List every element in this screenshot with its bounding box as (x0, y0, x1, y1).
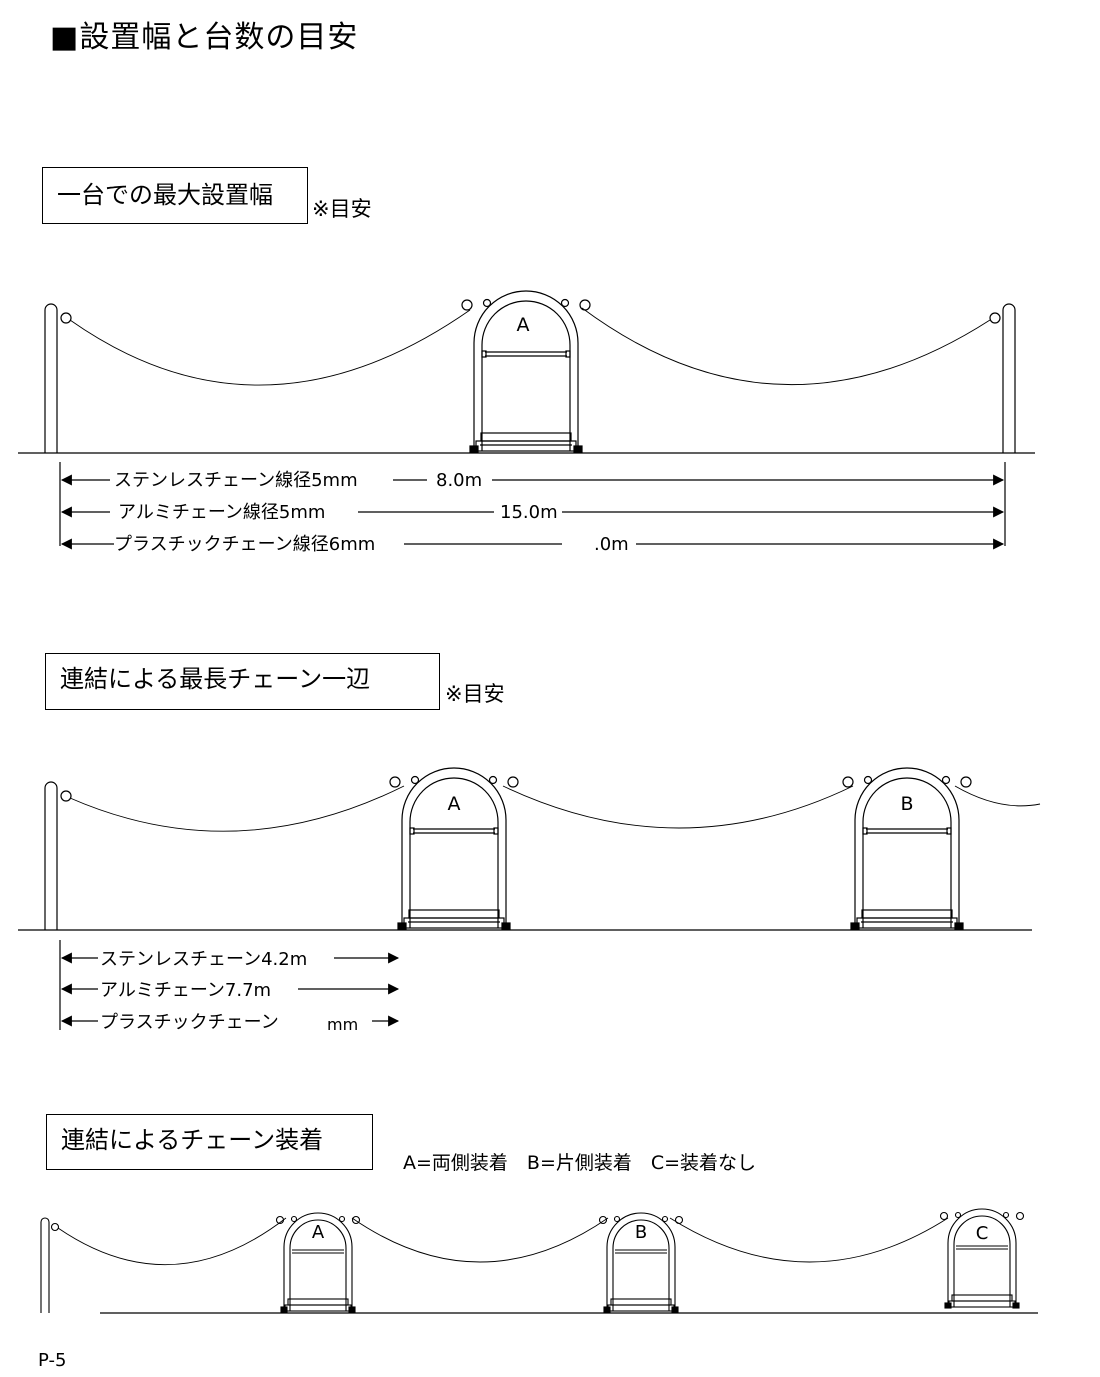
pole-left (40, 1217, 60, 1313)
section2-label: 連結による最長チェーン一辺 (60, 665, 371, 693)
section3-drawing: A B C (40, 1208, 1038, 1314)
section2-note: ※目安 (445, 682, 505, 706)
section3-label: 連結によるチェーン装着 (61, 1126, 324, 1154)
dimension-label: ステンレスチェーン線径5mm (114, 470, 358, 491)
stand-letter: A (312, 1222, 325, 1243)
stand-letter: A (448, 793, 461, 815)
section2-label-box: 連結による最長チェーン一辺 (45, 653, 440, 710)
dimension-value: mm (327, 1015, 358, 1034)
dimension-label: プラスチックチェーン (100, 1012, 279, 1033)
page-number: P-5 (38, 1350, 67, 1371)
dimension-label: プラスチックチェーン線径6mm (114, 534, 375, 555)
section3-legend: A=両側装着 B=片側装着 C=装着なし (403, 1152, 757, 1174)
dimension-value: 8.0m (436, 470, 482, 491)
dimension-label: アルミチェーン7.7m (100, 980, 271, 1001)
chain (581, 307, 991, 385)
chain (69, 785, 405, 832)
section3-label-box: 連結によるチェーン装着 (46, 1114, 373, 1170)
section1-label-box: 一台での最大設置幅 (42, 167, 308, 224)
section1-label: 一台での最大設置幅 (57, 181, 273, 209)
dimension-label: アルミチェーン線径5mm (118, 502, 325, 523)
pole-left (44, 303, 72, 453)
chain (502, 785, 854, 829)
pole-left (44, 781, 72, 930)
pole-right (989, 303, 1016, 453)
stand-letter: B (635, 1222, 647, 1243)
dimension-label: ステンレスチェーン4.2m (100, 949, 307, 970)
stand-letter: C (976, 1223, 989, 1244)
dimension-value: .0m (594, 534, 629, 555)
chain (69, 309, 471, 386)
chain (351, 1217, 609, 1263)
page-title: ■設置幅と台数の目安 (50, 20, 359, 55)
section1-note: ※目安 (312, 197, 372, 221)
dimension-value: 15.0m (500, 502, 558, 523)
chain (57, 1217, 287, 1266)
chain (669, 1217, 949, 1263)
chain (954, 785, 1041, 807)
stand-letter: A (517, 314, 530, 336)
stand-letter: B (900, 793, 913, 815)
section2-drawing: A B ステンレスチェーン4.2m アルミチェーン7.7m プラスチックチェーン… (18, 767, 1041, 1034)
section1-drawing: A ステンレスチェーン線径5mm 8.0m アルミチェーン線径5mm 15.0m… (18, 290, 1035, 555)
